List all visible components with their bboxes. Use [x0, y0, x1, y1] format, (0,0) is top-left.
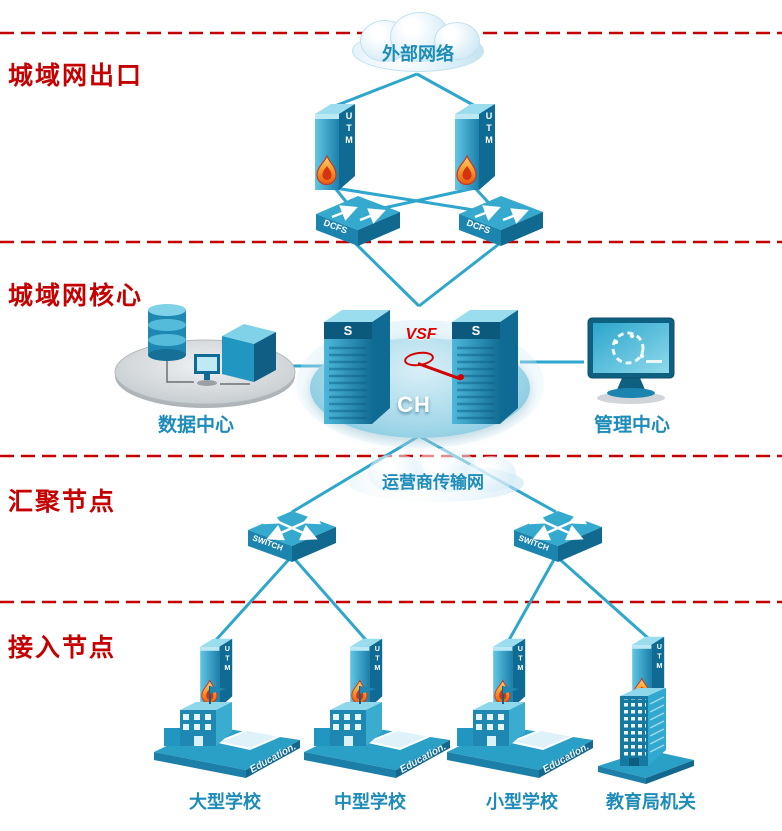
core-switch-left: S — [324, 310, 390, 424]
playground — [214, 728, 284, 751]
route-arrows-icon — [331, 205, 386, 224]
access-node-label-large-school: 大型学校 — [189, 792, 261, 812]
crossed-arrows-icon — [528, 508, 588, 541]
carrier-network-label: 运营商传输网 — [382, 473, 484, 492]
vsf-link-dot-icon — [458, 374, 464, 380]
external-network-label: 外部网络 — [382, 44, 454, 64]
playground — [364, 728, 434, 751]
school-building-icon — [457, 686, 525, 746]
utm-label: UTM — [344, 111, 354, 147]
flame-icon — [316, 154, 337, 186]
school-campus-small: Education. — [447, 686, 593, 778]
door — [344, 736, 353, 746]
data-center-label: 数据中心 — [157, 415, 234, 436]
database-icon — [148, 304, 186, 361]
access-node-label-small-school: 小型学校 — [486, 792, 558, 812]
utm-tower-graphic — [455, 104, 495, 190]
dcfs-switch-right: DCFS — [459, 196, 543, 246]
utm-label: UTM — [223, 644, 232, 674]
core-switch-logo: S — [344, 323, 353, 338]
flag-icon — [209, 686, 226, 704]
utm-label: UTM — [655, 642, 664, 672]
utm-firewall-access-1: UTM — [197, 634, 235, 709]
door — [487, 736, 496, 746]
utm-firewall-exit-left: UTM — [311, 98, 359, 192]
playground — [507, 728, 577, 751]
utm-label: UTM — [516, 644, 525, 674]
flag-icon — [359, 686, 376, 704]
utm-tower-graphic — [200, 638, 233, 708]
aggregation-switch-right: SWITCH — [514, 508, 602, 562]
external-network-cloud-icon — [352, 12, 484, 74]
screen-globe-icon — [611, 331, 662, 365]
access-node-label-education-bureau: 教育局机关 — [606, 792, 696, 812]
route-arrows-icon — [474, 205, 529, 224]
flame-icon — [456, 154, 477, 186]
utm-firewall-exit-right: UTM — [451, 98, 499, 192]
crossed-arrows-icon — [262, 508, 322, 541]
flag-icon — [502, 686, 519, 704]
utm-label: UTM — [373, 644, 382, 674]
school-campus-medium: Education. — [304, 686, 450, 778]
zone-label-access: 接入节点 — [8, 634, 117, 662]
school-campus-large: Education. — [154, 686, 300, 778]
dcfs-switch-left: DCFS — [316, 196, 400, 246]
office-tower-icon — [620, 688, 666, 766]
management-center-label: 管理中心 — [593, 415, 670, 436]
server-cube-icon — [222, 324, 276, 382]
management-center-icon — [587, 317, 675, 404]
school-building-icon — [164, 686, 232, 746]
workstation-icon — [194, 354, 220, 386]
entrance — [629, 758, 639, 766]
zone-label-exit: 城域网出口 — [8, 62, 144, 90]
cable-lines — [166, 356, 250, 385]
data-center-icon — [114, 304, 296, 408]
core-switch-right: S — [452, 310, 518, 424]
carrier-cloud-icon — [348, 448, 524, 504]
utm-label: UTM — [484, 111, 494, 147]
core-cluster-caption: CH — [397, 392, 431, 417]
school-building-icon — [314, 686, 382, 746]
access-node-label-medium-school: 中型学校 — [334, 792, 406, 812]
zone-label-core: 城域网核心 — [8, 282, 144, 310]
education-bureau-building — [598, 688, 694, 784]
vsf-label: VSF — [405, 326, 437, 343]
utm-tower-graphic — [315, 104, 355, 190]
zone-label-aggregation: 汇聚节点 — [8, 488, 117, 516]
core-switch-logo: S — [472, 323, 481, 338]
aggregation-switch-left: SWITCH — [248, 508, 336, 562]
door — [194, 736, 203, 746]
